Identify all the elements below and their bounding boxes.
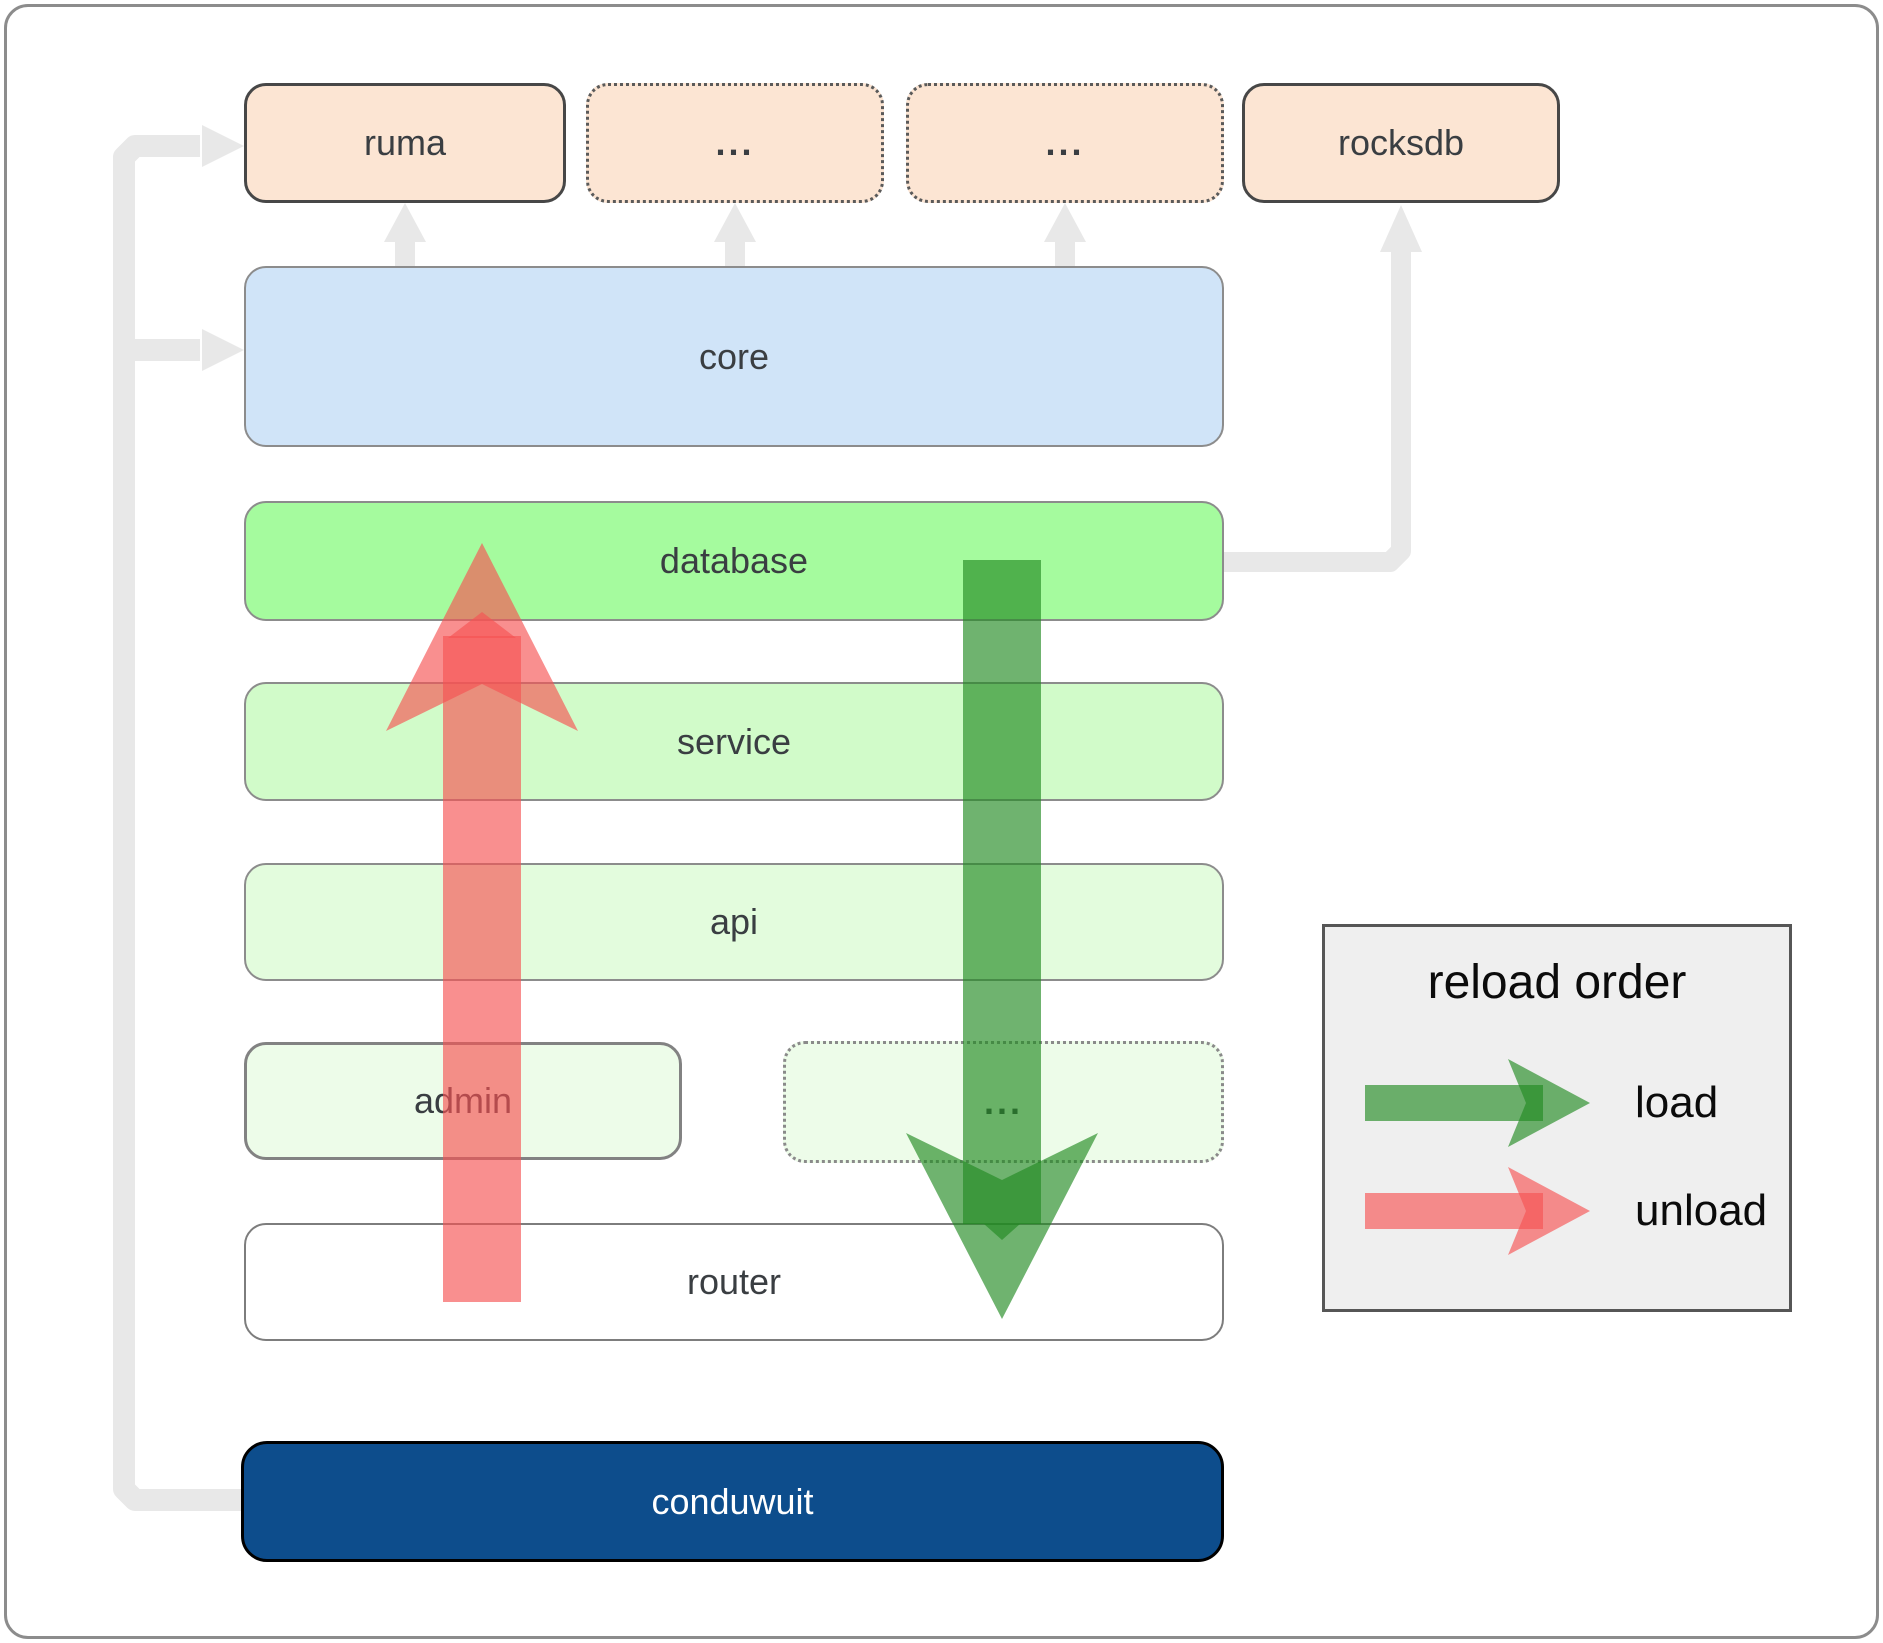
box-admin: admin (244, 1042, 682, 1160)
legend-load-arrow-icon (1365, 1059, 1590, 1147)
arrowhead-core-more1 (714, 203, 756, 242)
box-rocksdb-label: rocksdb (1337, 122, 1465, 163)
arrowhead-core-more2 (1044, 203, 1086, 242)
box-admin-label: admin (413, 1080, 513, 1121)
box-dependency-more-1: ... (586, 83, 884, 203)
legend-load-arrow-shaft (1365, 1085, 1543, 1121)
box-conduwuit: conduwuit (241, 1441, 1224, 1562)
arrowhead-into-core (202, 329, 244, 371)
box-core-label: core (698, 335, 770, 377)
legend-load-label: load (1635, 1078, 1719, 1127)
box-service-more: ... (783, 1041, 1224, 1163)
box-service-label: service (676, 720, 792, 762)
box-ruma-label: ruma (363, 122, 447, 163)
box-database: database (244, 501, 1224, 621)
database-to-rocksdb-connector (1224, 250, 1411, 572)
box-database-label: database (659, 540, 809, 581)
legend-unload-label: unload (1635, 1186, 1768, 1235)
box-rocksdb: rocksdb (1242, 83, 1560, 203)
box-api: api (244, 863, 1224, 981)
arrowhead-into-ruma (202, 125, 244, 167)
box-dependency-more-2: ... (906, 83, 1224, 203)
box-conduwuit-label: conduwuit (651, 1480, 814, 1522)
legend-unload-arrow-shaft (1365, 1193, 1543, 1229)
box-dependency-more-1-label: ... (715, 122, 755, 163)
box-router-label: router (686, 1261, 782, 1302)
diagram-outer-frame (4, 4, 1879, 1639)
box-service-more-label: ... (983, 1081, 1023, 1122)
arrowhead-core-ruma (384, 203, 426, 242)
arrowhead-into-rocksdb (1380, 205, 1422, 252)
box-core: core (244, 266, 1224, 447)
box-ruma: ruma (244, 83, 566, 203)
box-router: router (244, 1223, 1224, 1341)
box-service: service (244, 682, 1224, 801)
legend-reload-order: reload order load unload (1322, 924, 1792, 1312)
legend-unload-arrow-icon (1365, 1167, 1590, 1255)
conduwuit-spine-connector (113, 135, 244, 1511)
legend-title: reload order (1427, 956, 1687, 1009)
box-api-label: api (709, 901, 759, 942)
legend-unload-arrow-head (1508, 1167, 1590, 1255)
box-dependency-more-2-label: ... (1045, 122, 1085, 163)
legend-load-arrow-head (1508, 1059, 1590, 1147)
